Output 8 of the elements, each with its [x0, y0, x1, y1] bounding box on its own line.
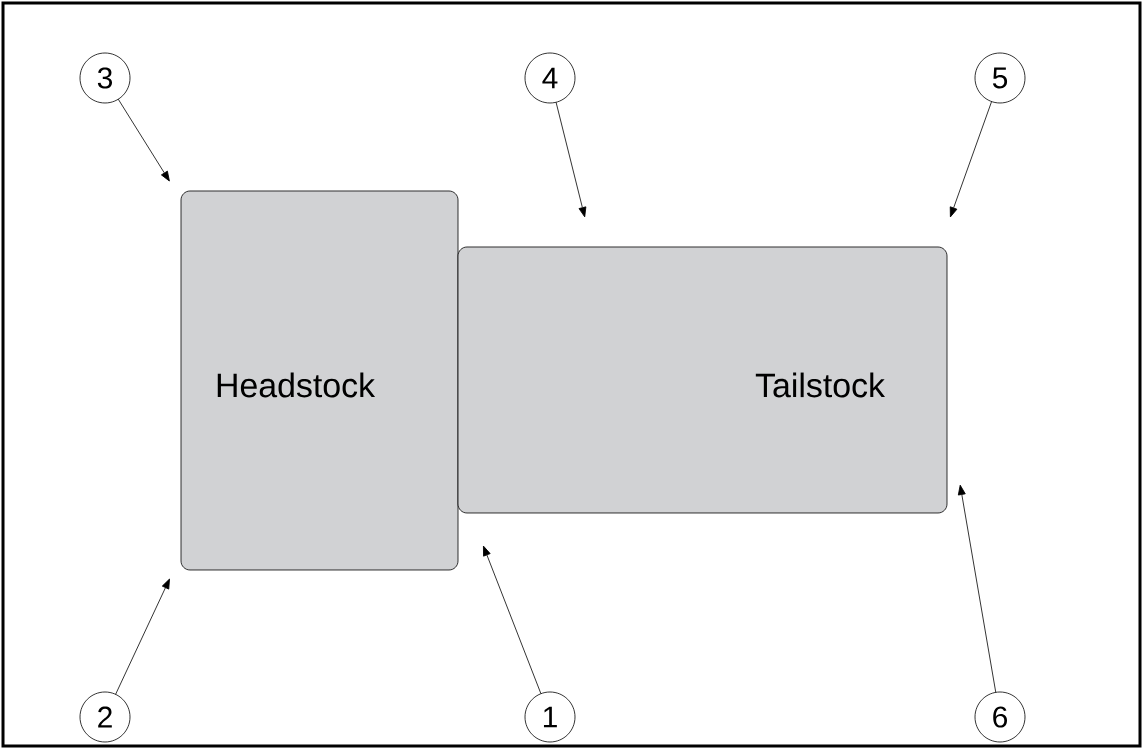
arrow — [115, 578, 170, 695]
arrow — [483, 545, 542, 695]
arrow — [949, 101, 992, 218]
arrow — [957, 484, 997, 693]
part-box: Headstock — [180, 190, 459, 571]
part-box: Tailstock — [457, 246, 948, 514]
arrow — [117, 98, 170, 182]
arrow — [555, 101, 587, 218]
